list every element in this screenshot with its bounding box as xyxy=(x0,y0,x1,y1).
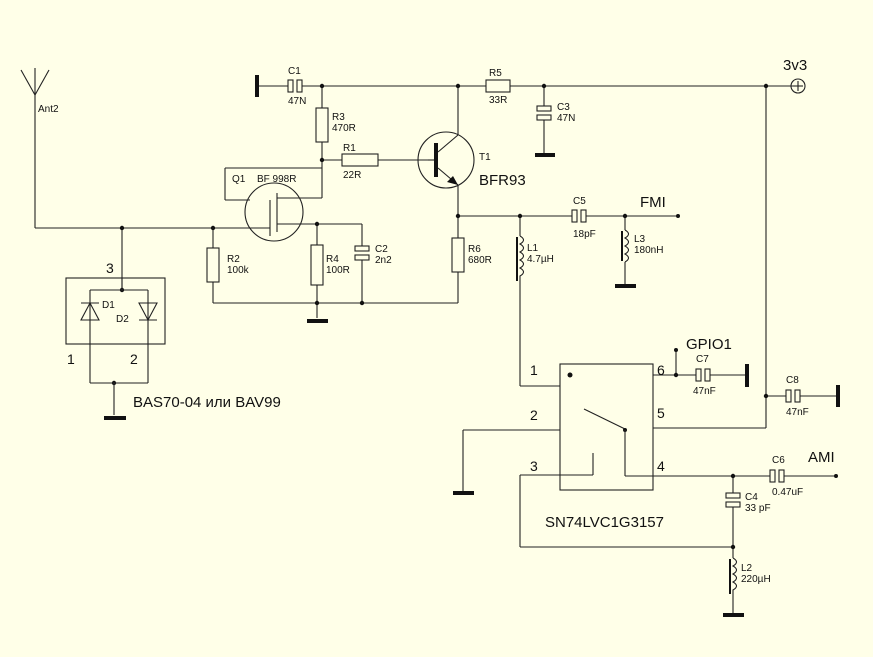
svg-text:100k: 100k xyxy=(227,265,250,276)
capacitor-c7: C7 47nF xyxy=(693,354,716,397)
svg-text:100R: 100R xyxy=(326,265,350,276)
antenna-symbol xyxy=(20,68,50,96)
wires xyxy=(34,85,838,613)
ground-bars xyxy=(104,75,840,617)
svg-text:R1: R1 xyxy=(343,143,356,154)
resistor-r1: R1 22R xyxy=(341,143,379,181)
inductor-l1: L1 4.7µH xyxy=(516,235,554,282)
svg-text:C4: C4 xyxy=(745,492,758,503)
resistor-r5: R5 33R xyxy=(485,68,511,106)
svg-text:R4: R4 xyxy=(326,254,339,265)
svg-text:GPIO1: GPIO1 xyxy=(686,336,732,353)
svg-text:C1: C1 xyxy=(288,66,301,77)
svg-text:2: 2 xyxy=(530,407,538,423)
capacitor-c3: C3 47N xyxy=(536,102,575,124)
svg-text:AMI: AMI xyxy=(808,449,835,466)
svg-text:22R: 22R xyxy=(343,170,361,181)
svg-text:BF 998R: BF 998R xyxy=(257,174,296,185)
capacitor-c6: C6 0.47uF xyxy=(769,455,803,498)
svg-text:470R: 470R xyxy=(332,123,356,134)
port-ami: AMI xyxy=(808,449,838,478)
svg-text:2n2: 2n2 xyxy=(375,255,392,266)
capacitor-c5: C5 18pF xyxy=(571,196,596,240)
svg-text:6: 6 xyxy=(657,362,665,378)
svg-text:T1: T1 xyxy=(479,152,491,163)
mosfet-q1: Q1 BF 998R xyxy=(224,174,304,242)
diode-pack: D1 D2 3 1 2 xyxy=(65,260,166,415)
capacitor-c8: C8 47nF xyxy=(785,375,809,418)
svg-text:C2: C2 xyxy=(375,244,388,255)
svg-text:47nF: 47nF xyxy=(786,407,809,418)
capacitor-c1: C1 47N xyxy=(287,66,306,107)
svg-text:18pF: 18pF xyxy=(573,229,596,240)
svg-text:33R: 33R xyxy=(489,95,507,106)
svg-text:1: 1 xyxy=(67,351,75,367)
svg-text:R3: R3 xyxy=(332,112,345,123)
svg-text:L3: L3 xyxy=(634,234,646,245)
svg-text:Q1: Q1 xyxy=(232,174,246,185)
inductor-l3: L3 180nH xyxy=(621,229,663,263)
svg-text:L2: L2 xyxy=(741,563,753,574)
capacitor-c2: C2 2n2 xyxy=(354,244,392,266)
port-gpio1: GPIO1 xyxy=(674,336,732,353)
svg-text:47N: 47N xyxy=(288,96,306,107)
svg-text:C5: C5 xyxy=(573,196,586,207)
resistor-r3: R3 470R xyxy=(315,107,356,143)
svg-text:3: 3 xyxy=(530,458,538,474)
supply-label: 3v3 xyxy=(783,57,807,74)
svg-text:C3: C3 xyxy=(557,102,570,113)
svg-text:47nF: 47nF xyxy=(693,386,716,397)
capacitor-c4: C4 33 pF xyxy=(725,492,771,514)
svg-text:BFR93: BFR93 xyxy=(479,172,526,189)
svg-text:D1: D1 xyxy=(102,300,115,311)
svg-text:220µH: 220µH xyxy=(741,574,771,585)
svg-text:680R: 680R xyxy=(468,255,492,266)
resistor-r4: R4 100R xyxy=(310,244,350,286)
svg-text:4.7µH: 4.7µH xyxy=(527,254,554,265)
svg-text:FMI: FMI xyxy=(640,194,666,211)
antenna-label: Ant2 xyxy=(38,104,59,115)
port-fmi: FMI xyxy=(640,194,680,218)
transistor-t1: T1 BFR93 xyxy=(417,131,526,189)
svg-text:1: 1 xyxy=(530,362,538,378)
diode-pack-part-label: BAS70-04 или BAV99 xyxy=(133,394,281,411)
svg-text:5: 5 xyxy=(657,405,665,421)
resistor-r6: R6 680R xyxy=(451,237,492,273)
junction-dots xyxy=(111,83,769,550)
svg-text:0.47uF: 0.47uF xyxy=(772,487,803,498)
svg-text:47N: 47N xyxy=(557,113,575,124)
switch-ic-part-label: SN74LVC1G3157 xyxy=(545,514,664,531)
svg-text:C7: C7 xyxy=(696,354,709,365)
svg-text:33 pF: 33 pF xyxy=(745,503,771,514)
resistor-r2: R2 100k xyxy=(206,247,250,283)
svg-text:C6: C6 xyxy=(772,455,785,466)
svg-text:L1: L1 xyxy=(527,243,539,254)
svg-text:R5: R5 xyxy=(489,68,502,79)
inductor-l2: L2 220µH xyxy=(729,557,771,594)
svg-text:C8: C8 xyxy=(786,375,799,386)
svg-text:D2: D2 xyxy=(116,314,129,325)
supply-terminal xyxy=(790,78,806,94)
svg-text:2: 2 xyxy=(130,351,138,367)
switch-ic: 1 2 3 4 5 6 xyxy=(530,362,665,491)
svg-text:R6: R6 xyxy=(468,244,481,255)
svg-text:180nH: 180nH xyxy=(634,245,663,256)
svg-text:R2: R2 xyxy=(227,254,240,265)
svg-text:4: 4 xyxy=(657,458,665,474)
svg-text:3: 3 xyxy=(106,260,114,276)
